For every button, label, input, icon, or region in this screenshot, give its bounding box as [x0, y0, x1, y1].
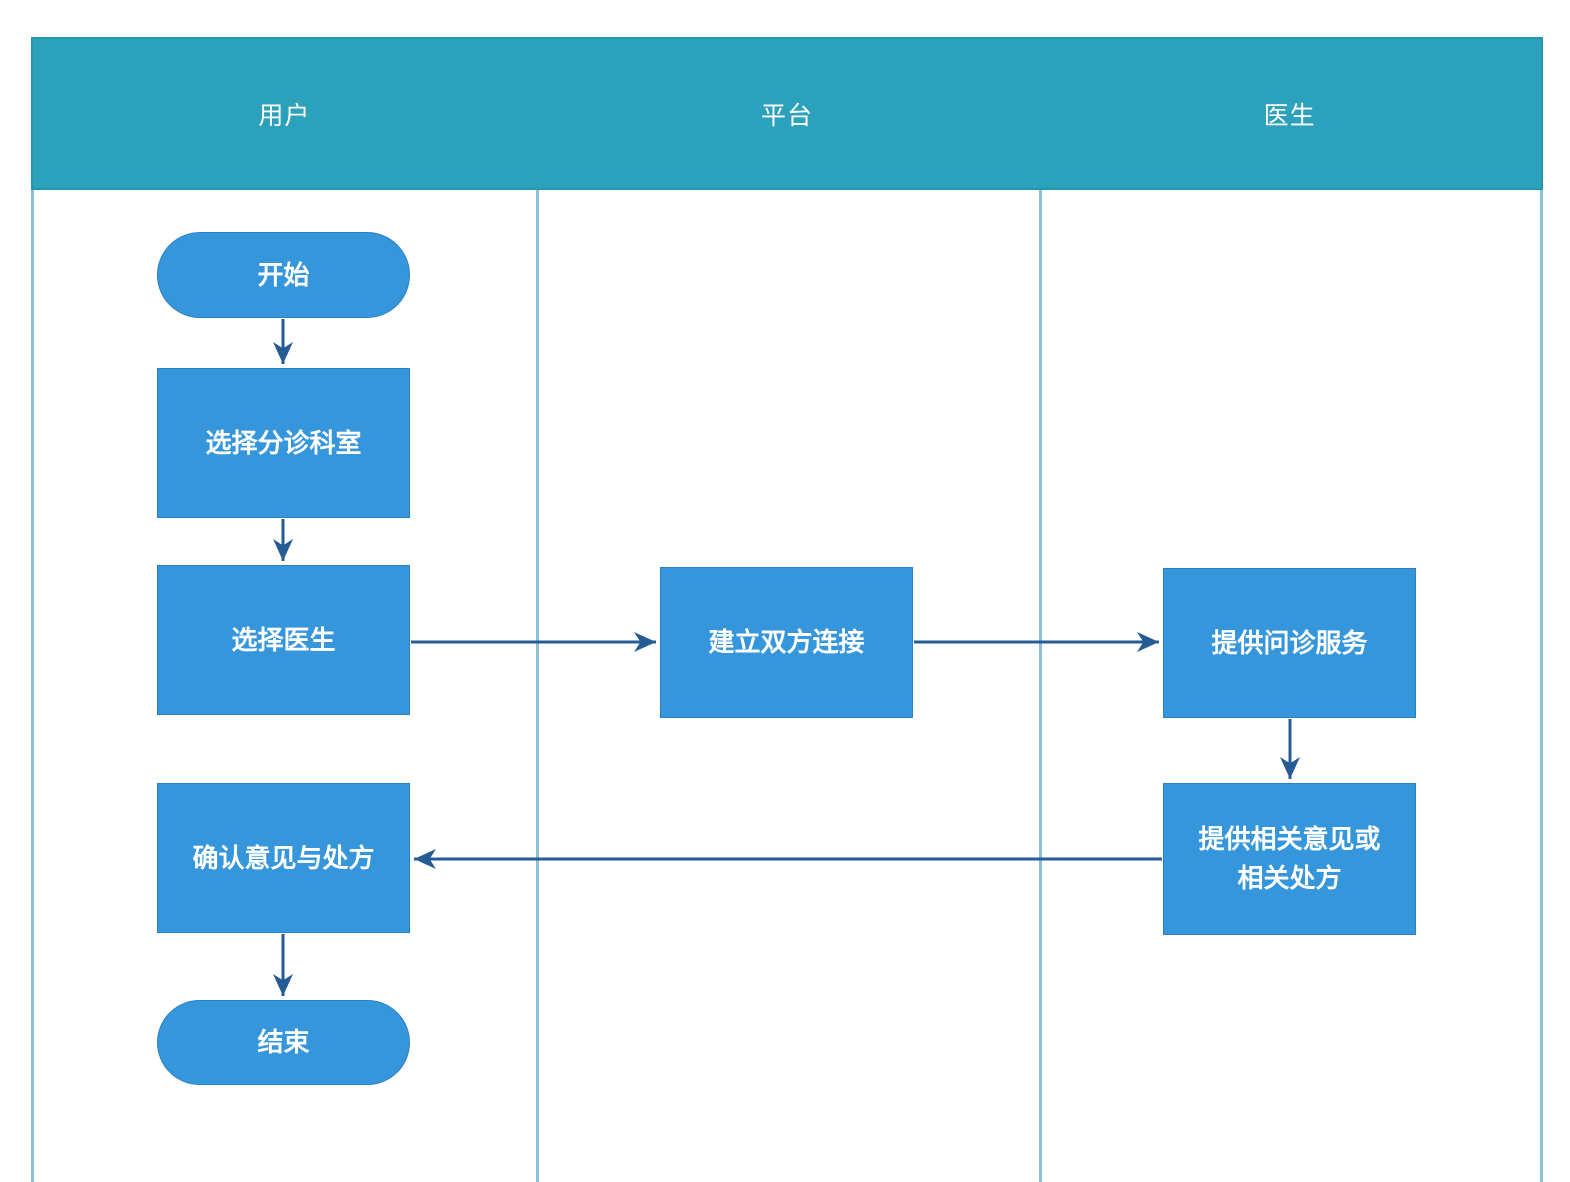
node-provide-opinion-label: 提供相关意见或 相关处方	[1198, 824, 1381, 893]
lane-header-doctor: 医生	[1038, 39, 1541, 188]
node-start[interactable]: 开始	[157, 232, 410, 318]
lane-border-right	[1540, 190, 1543, 1182]
node-provide-consultation[interactable]: 提供问诊服务	[1163, 568, 1416, 718]
node-end[interactable]: 结束	[157, 1000, 410, 1085]
lane-header-user-label: 用户	[258, 101, 311, 130]
lane-border-left	[31, 190, 34, 1182]
lane-divider-user-platform	[536, 190, 539, 1182]
lane-header-platform-label: 平台	[761, 101, 814, 130]
lane-header-user: 用户	[33, 39, 536, 188]
node-end-label: 结束	[257, 1027, 310, 1057]
node-establish-connection-label: 建立双方连接	[708, 627, 865, 657]
node-select-department-label: 选择分诊科室	[205, 427, 362, 458]
node-establish-connection[interactable]: 建立双方连接	[660, 567, 913, 718]
node-select-department[interactable]: 选择分诊科室	[157, 368, 410, 518]
node-confirm-opinion[interactable]: 确认意见与处方	[157, 783, 410, 933]
node-provide-opinion[interactable]: 提供相关意见或 相关处方	[1163, 783, 1416, 935]
lane-header-doctor-label: 医生	[1263, 101, 1316, 130]
swimlane-header-band: 用户 平台 医生	[31, 37, 1543, 190]
node-provide-consultation-label: 提供问诊服务	[1211, 627, 1368, 658]
lane-divider-platform-doctor	[1039, 190, 1042, 1182]
node-select-doctor[interactable]: 选择医生	[157, 565, 410, 715]
node-select-doctor-label: 选择医生	[231, 624, 336, 655]
node-confirm-opinion-label: 确认意见与处方	[192, 842, 375, 873]
lane-header-platform: 平台	[536, 39, 1039, 188]
node-start-label: 开始	[257, 259, 310, 290]
